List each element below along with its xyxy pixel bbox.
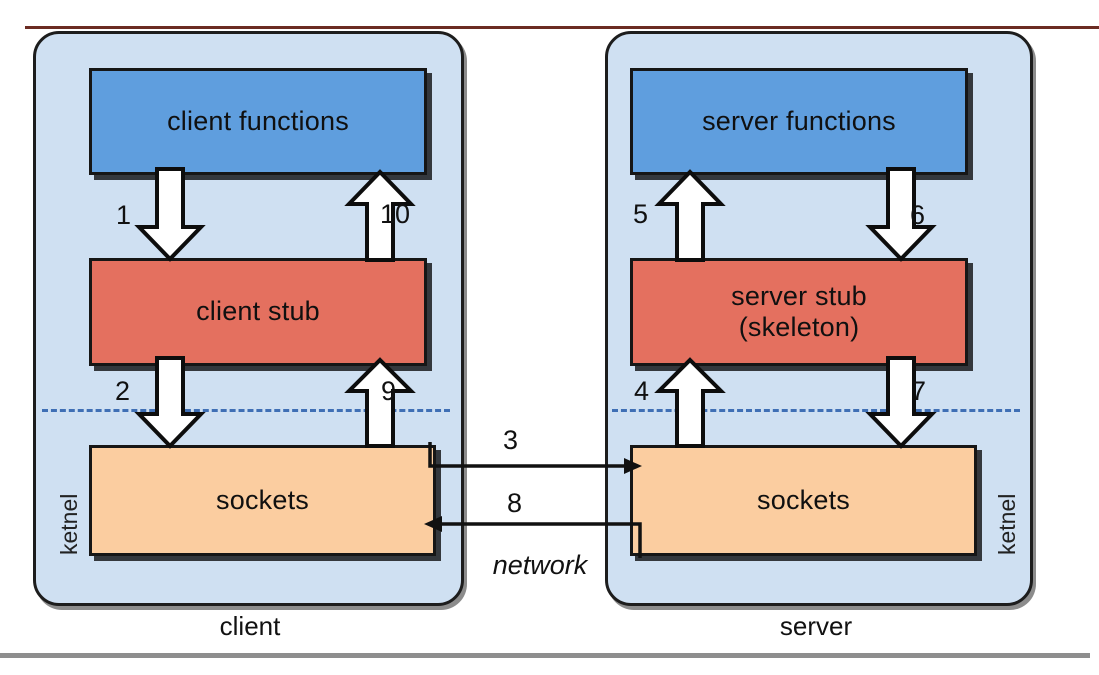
client-sockets-box[interactable]: sockets xyxy=(89,445,436,556)
arrow-client-step-2-down-icon xyxy=(134,356,206,449)
arrow-server-step-4-up-icon xyxy=(654,357,726,448)
client-kernel-label: ketnel xyxy=(56,493,82,555)
network-label: network xyxy=(492,550,588,580)
bottom-rule xyxy=(0,653,1090,658)
server-kernel-label: ketnel xyxy=(994,493,1020,555)
step-label-9: 9 xyxy=(381,376,397,406)
step-label-4: 4 xyxy=(634,376,650,406)
server-stub-label-line1: server stub xyxy=(731,280,867,311)
step-label-3: 3 xyxy=(503,425,519,455)
arrow-server-step-6-down-icon xyxy=(865,167,937,262)
client-kernel-divider xyxy=(42,409,450,412)
server-functions-label: server functions xyxy=(702,105,896,136)
step-label-7: 7 xyxy=(911,376,927,406)
client-stub-label: client stub xyxy=(196,296,320,327)
step-label-10: 10 xyxy=(380,199,411,229)
client-functions-box[interactable]: client functions xyxy=(89,68,427,175)
step-label-6: 6 xyxy=(910,200,926,230)
server-stub-label-line2: (skeleton) xyxy=(738,312,860,342)
arrow-client-step-10-up-icon xyxy=(344,169,416,262)
client-functions-label: client functions xyxy=(167,105,349,136)
network-reply-arrow-icon xyxy=(424,500,642,567)
step-label-2: 2 xyxy=(115,376,131,406)
client-sockets-label: sockets xyxy=(216,484,309,515)
top-rule xyxy=(25,26,1099,29)
server-sockets-box[interactable]: sockets xyxy=(630,445,977,556)
arrow-client-step-1-down-icon xyxy=(134,167,206,262)
arrow-client-step-9-up-icon xyxy=(344,357,416,448)
arrow-server-step-7-down-icon xyxy=(865,356,937,449)
client-stub-box[interactable]: client stub xyxy=(89,258,427,366)
step-label-1: 1 xyxy=(116,200,132,230)
server-sockets-label: sockets xyxy=(757,484,850,515)
server-caption: server xyxy=(779,611,853,641)
client-caption: client xyxy=(219,611,281,641)
server-functions-box[interactable]: server functions xyxy=(630,68,968,175)
step-label-5: 5 xyxy=(633,199,649,229)
step-label-8: 8 xyxy=(507,488,523,518)
server-kernel-divider xyxy=(612,409,1020,412)
server-stub-box[interactable]: server stub (skeleton) xyxy=(630,258,968,366)
arrow-server-step-5-up-icon xyxy=(654,169,726,262)
network-request-arrow-icon xyxy=(428,440,643,490)
